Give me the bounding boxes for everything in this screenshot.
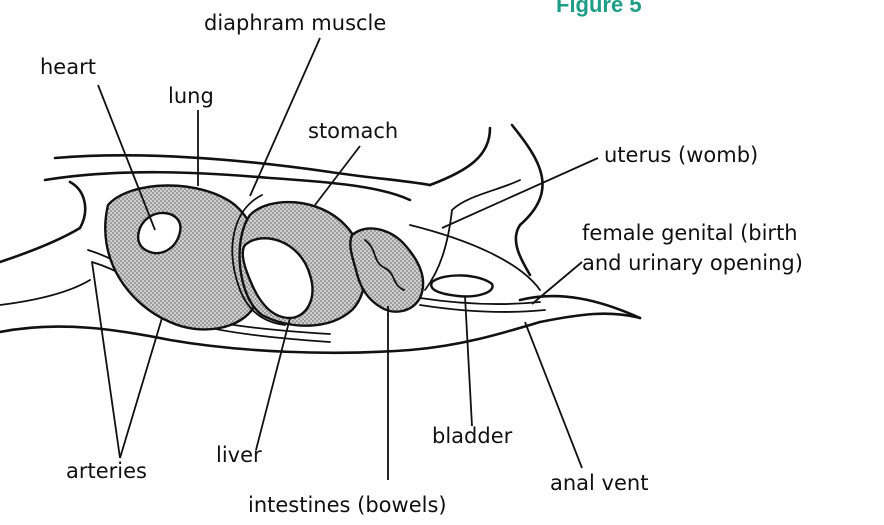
label-bladder: bladder — [432, 424, 513, 448]
bladder-shape — [431, 275, 492, 296]
figure-title: Figure 5 — [556, 0, 642, 17]
label-diaphragm: diaphram muscle — [204, 11, 386, 35]
label-arteries: arteries — [66, 459, 147, 483]
label-heart: heart — [40, 55, 96, 79]
label-liver: liver — [216, 443, 262, 467]
lung-shape — [105, 185, 261, 329]
label-uterus: uterus (womb) — [604, 143, 758, 167]
label-anal-vent: anal vent — [550, 471, 648, 495]
label-genital-line2: and urinary opening) — [582, 251, 803, 275]
uterus-shape — [425, 180, 520, 290]
label-genital-line1: female genital (birth — [582, 221, 798, 245]
label-stomach: stomach — [308, 119, 398, 143]
label-lung: lung — [168, 84, 214, 108]
label-intestines: intestines (bowels) — [248, 493, 447, 517]
